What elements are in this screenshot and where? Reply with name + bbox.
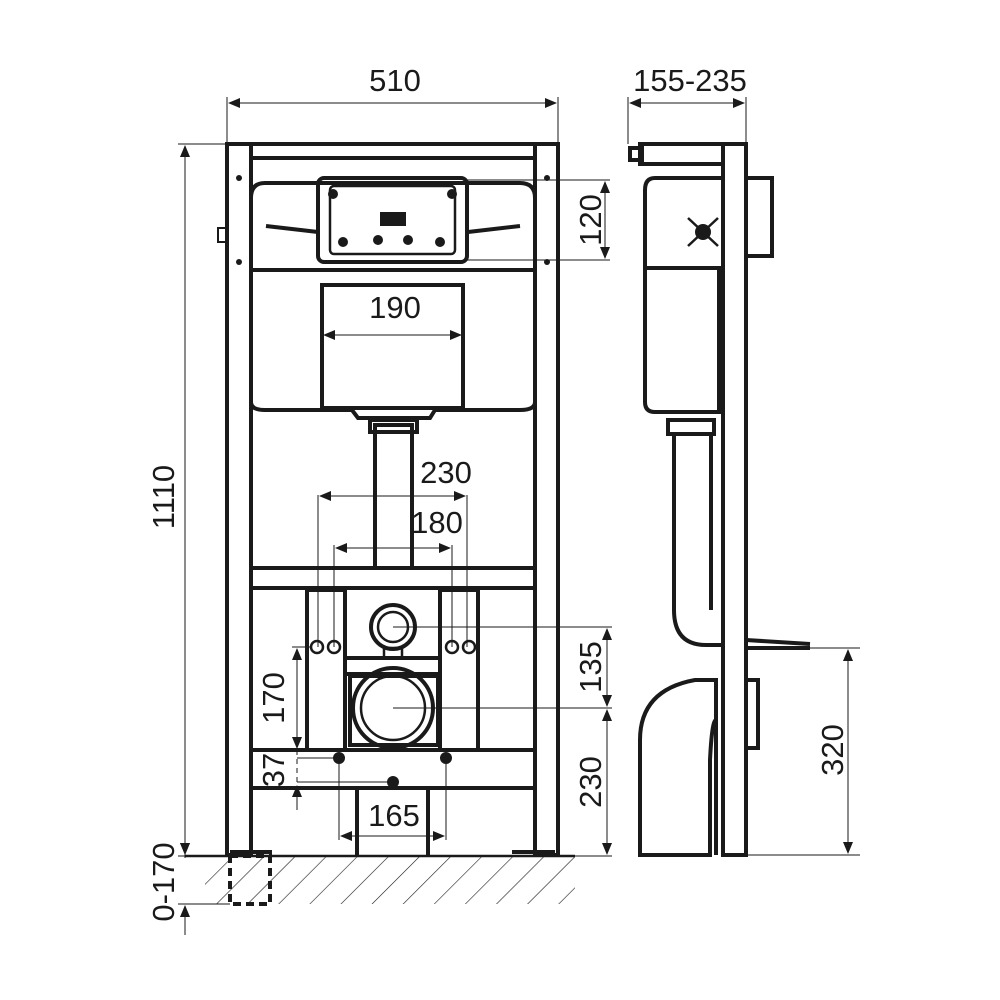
dim-depth-range: 155-235 xyxy=(633,63,747,98)
dim-side-outlet-height: 320 xyxy=(815,724,850,776)
right-post xyxy=(533,142,560,857)
flush-mechanism-plate xyxy=(316,176,469,264)
side-connector xyxy=(744,176,774,258)
dim-panel-height: 120 xyxy=(573,194,608,246)
dimension-lines xyxy=(178,97,860,935)
cistern-body xyxy=(249,268,537,420)
side-post xyxy=(721,142,748,857)
floor-hatch xyxy=(205,856,575,904)
side-flush-pipe xyxy=(672,434,722,647)
dim-frame-height: 1110 xyxy=(146,465,181,529)
dim-outlet-height: 230 xyxy=(573,756,608,808)
dim-outlet-offset: 170 xyxy=(256,672,291,724)
left-post xyxy=(225,142,253,857)
flush-opening xyxy=(320,283,465,410)
crossbar xyxy=(249,566,537,590)
dim-frame-width: 510 xyxy=(369,63,421,98)
side-outlet-elbow xyxy=(638,678,718,857)
dim-inner-spacing: 180 xyxy=(411,505,463,540)
dim-panel-width: 190 xyxy=(369,290,421,325)
top-rail xyxy=(249,142,537,160)
dim-leg-adjust: 0-170 xyxy=(146,842,181,921)
side-view xyxy=(628,142,811,857)
side-cistern-body xyxy=(643,266,725,414)
dimension-labels: 510 155-235 1110 120 190 230 180 135 170… xyxy=(146,63,850,922)
dim-bolt-spacing: 165 xyxy=(368,798,420,833)
cistern-top xyxy=(249,181,537,272)
dim-inlet-outlet: 135 xyxy=(573,641,608,693)
side-top-arm xyxy=(638,142,725,166)
leg-extension xyxy=(228,854,272,906)
front-view xyxy=(185,142,575,906)
dim-outer-spacing: 230 xyxy=(420,455,472,490)
dim-bolt-offset: 37 xyxy=(256,753,291,787)
